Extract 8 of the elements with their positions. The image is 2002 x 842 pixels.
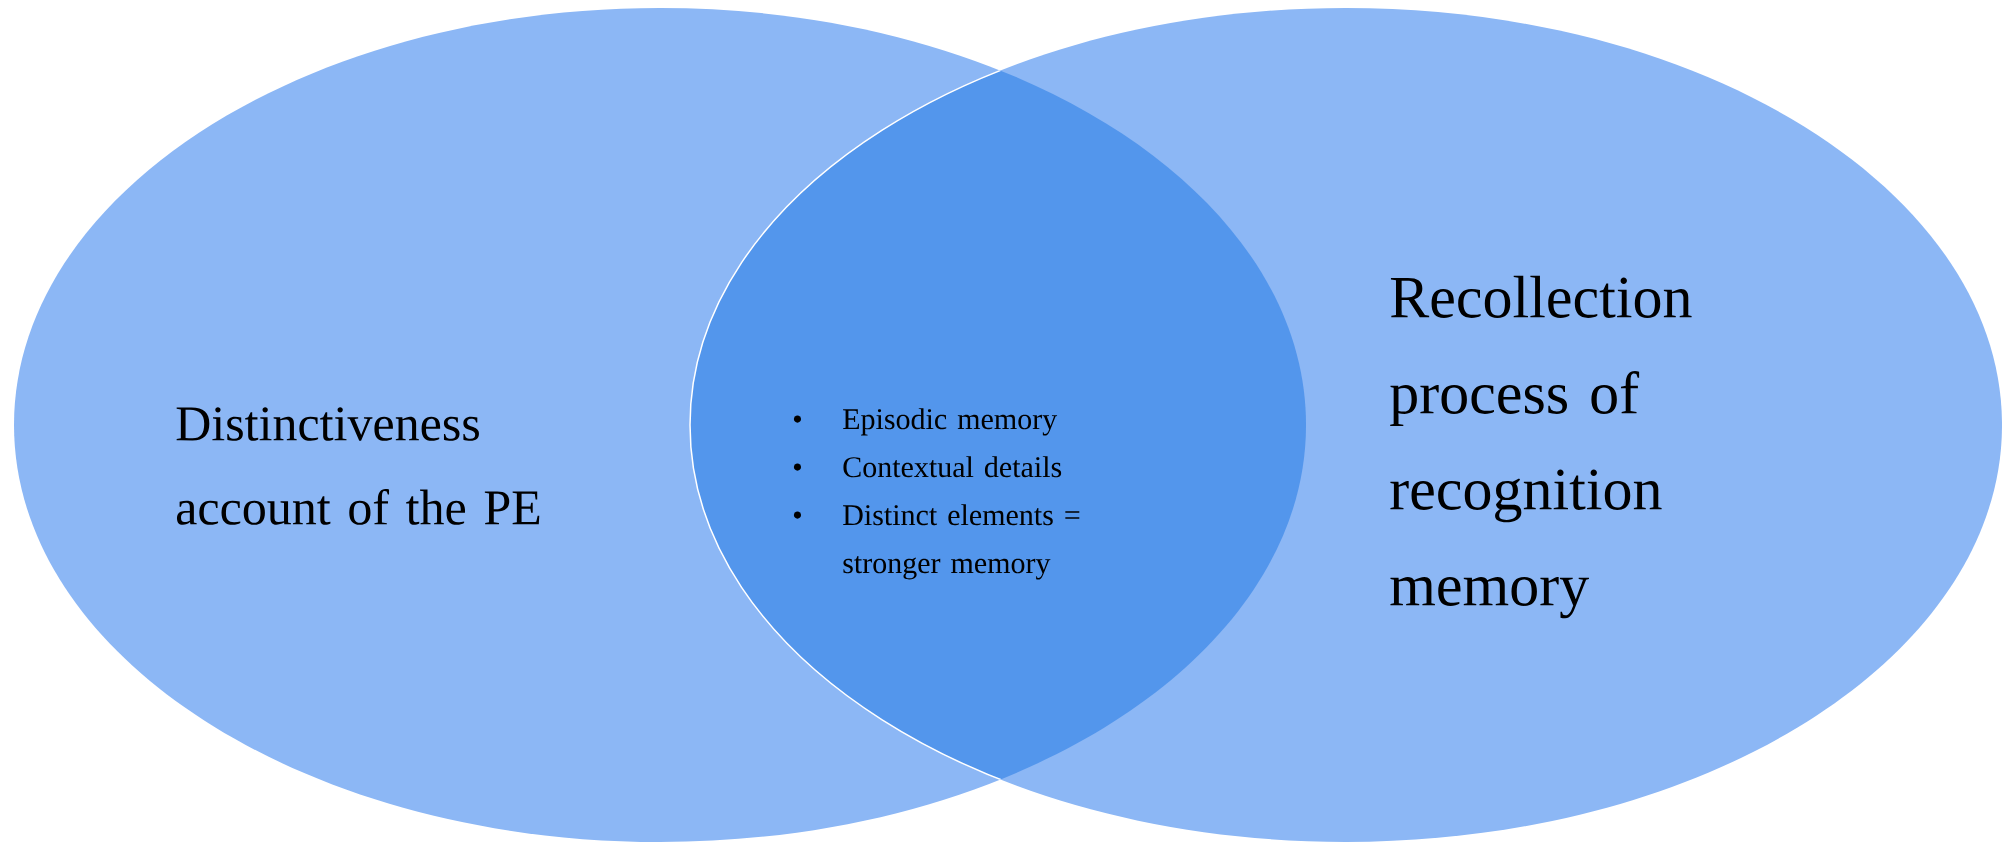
bullet: • (793, 511, 802, 519)
bullet: • (793, 463, 802, 471)
list-item: Episodic memory (843, 408, 1058, 436)
list-item: Contextual details (843, 456, 1062, 478)
list-item: Distinct elements = stronger memory (843, 504, 1080, 580)
node-text: Recollection process of recognition memory (1390, 275, 1692, 619)
node-text: Distinctiveness account of the PE (176, 407, 540, 525)
bullet: • (793, 415, 802, 423)
